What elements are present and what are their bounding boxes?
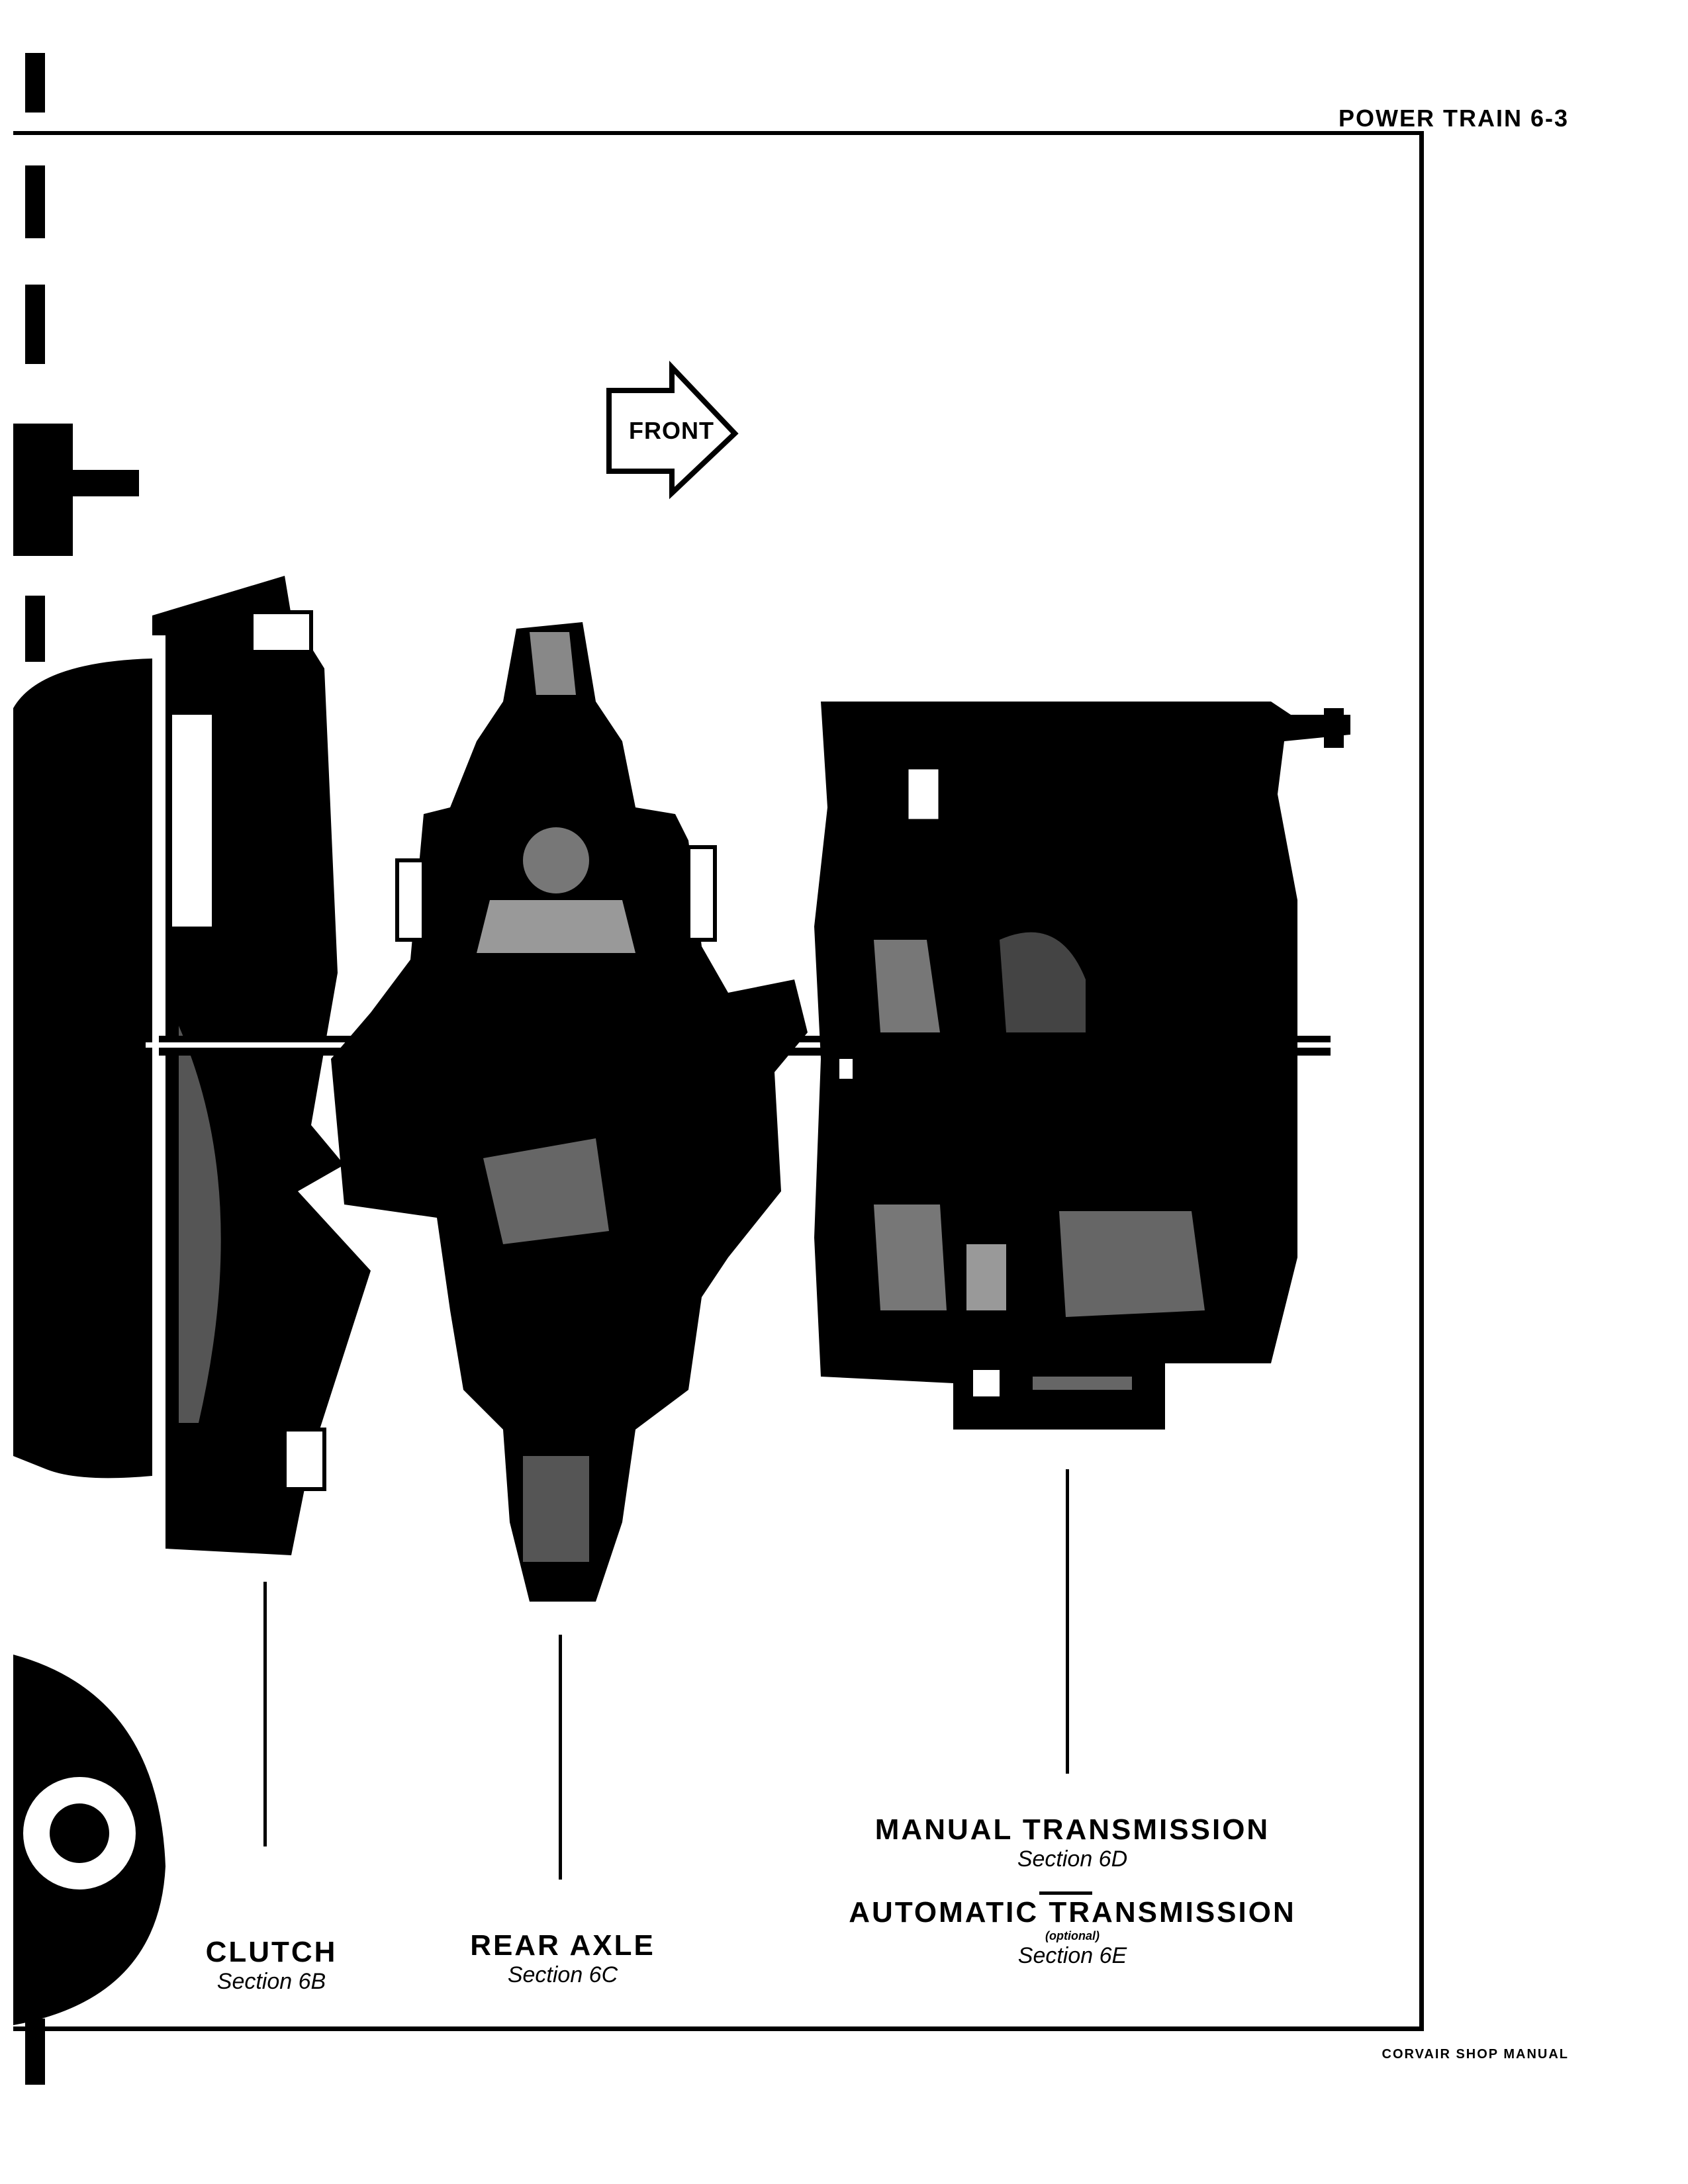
front-arrow-icon: [606, 360, 739, 500]
front-direction-label: FRONT: [629, 417, 714, 444]
binding-mark: [25, 285, 45, 364]
frame-right-rule: [1419, 131, 1424, 2030]
automatic-transmission-title: AUTOMATIC TRANSMISSION: [849, 1896, 1296, 1929]
manual-transmission-title: MANUAL TRANSMISSION: [874, 1813, 1270, 1846]
clutch-title: CLUTCH: [205, 1936, 338, 1968]
page-header: POWER TRAIN 6-3: [1338, 105, 1569, 132]
manual-transmission-section: Section 6D: [1017, 1846, 1128, 1872]
frame-bottom-rule: [13, 2026, 1424, 2031]
frame-top-rule: [13, 131, 1423, 135]
automatic-transmission-section: Section 6E: [1017, 1943, 1127, 1968]
clutch-section: Section 6B: [216, 1969, 326, 1994]
transmission-callout: MANUAL TRANSMISSION Section 6D AUTOMATIC…: [841, 1813, 1304, 1969]
page-footer: CORVAIR SHOP MANUAL: [1382, 2047, 1569, 2062]
binding-mark: [25, 53, 45, 113]
rear-axle-section: Section 6C: [507, 1962, 618, 1987]
clutch-callout: CLUTCH Section 6B: [192, 1936, 351, 1995]
binding-mark: [25, 165, 45, 238]
automatic-transmission-note: (optional): [1045, 1929, 1100, 1942]
rear-axle-callout: REAR AXLE Section 6C: [463, 1929, 662, 1988]
rear-axle-title: REAR AXLE: [470, 1929, 655, 1962]
binding-mark: [25, 596, 45, 662]
